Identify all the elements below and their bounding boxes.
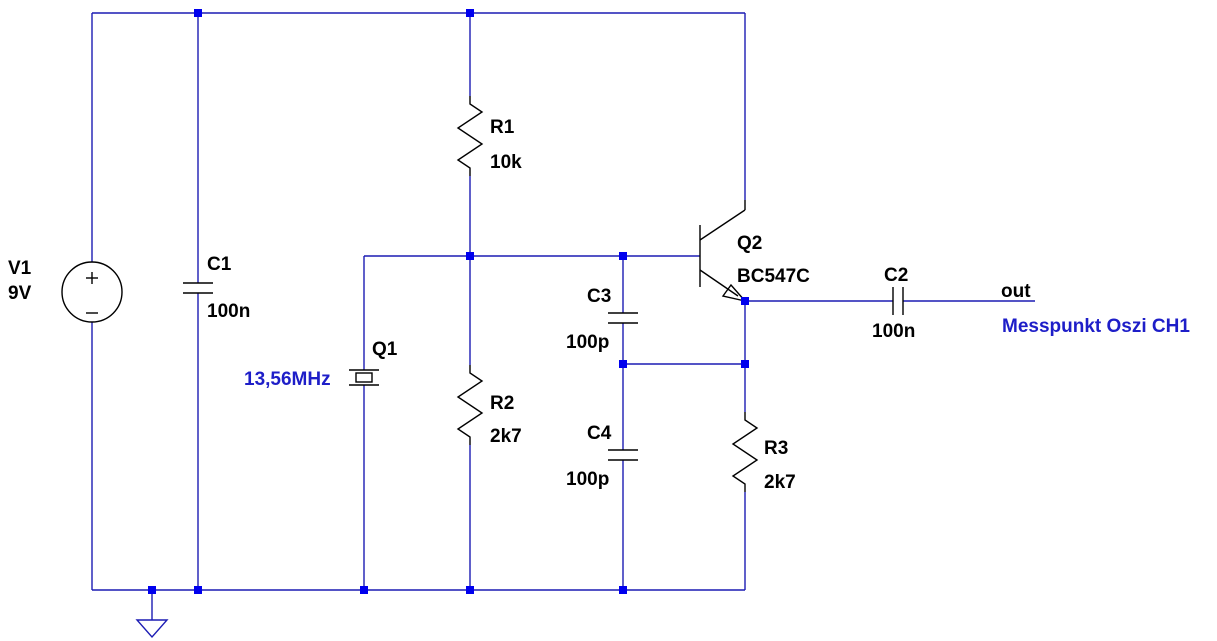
resistor-r3-icon — [731, 412, 759, 492]
q2-value-label: BC547C — [737, 266, 810, 287]
resistor-r2-icon — [456, 365, 484, 445]
c1-value-label: 100n — [207, 301, 250, 322]
junction-dot — [466, 252, 474, 260]
c3-value-label: 100p — [566, 332, 609, 353]
junction-dot — [619, 586, 627, 594]
junction-dot — [466, 586, 474, 594]
ground-icon — [135, 619, 169, 639]
r3-value-label: 2k7 — [764, 472, 796, 493]
q1-value-label: 13,56MHz — [244, 369, 331, 390]
junction-dot — [466, 9, 474, 17]
q1-ref-label: Q1 — [372, 339, 398, 360]
c2-ref-label: C2 — [884, 265, 908, 286]
junction-dot — [148, 586, 156, 594]
v1-ref-label: V1 — [8, 258, 32, 279]
capacitor-c4-icon — [608, 449, 638, 461]
r3-ref-label: R3 — [764, 438, 788, 459]
crystal-q1-icon — [349, 369, 379, 386]
junction-dot — [741, 360, 749, 368]
junction-dot — [360, 586, 368, 594]
capacitor-c3-icon — [608, 312, 638, 324]
r2-ref-label: R2 — [490, 393, 514, 414]
c4-ref-label: C4 — [587, 423, 612, 444]
v1-value-label: 9V — [8, 283, 32, 304]
junction-dot — [194, 9, 202, 17]
junction-dot — [741, 297, 749, 305]
q2-ref-label: Q2 — [737, 233, 762, 254]
measurement-comment: Messpunkt Oszi CH1 — [1002, 316, 1190, 337]
out-net-label: out — [1001, 281, 1031, 302]
capacitor-c2-icon — [892, 287, 904, 315]
junction-dot — [194, 586, 202, 594]
r2-value-label: 2k7 — [490, 426, 522, 447]
component-labels: V1 9V C1 100n R1 10k R2 2k7 Q1 13,56MHz … — [8, 117, 1190, 493]
c2-value-label: 100n — [872, 321, 915, 342]
c4-value-label: 100p — [566, 469, 609, 490]
junction-dots — [148, 9, 749, 594]
r1-value-label: 10k — [490, 152, 522, 173]
resistor-r1-icon — [456, 96, 484, 176]
junction-dot — [619, 252, 627, 260]
c3-ref-label: C3 — [587, 286, 611, 307]
npn-transistor-q2-icon — [699, 200, 747, 303]
capacitor-c1-icon — [183, 282, 213, 294]
r1-ref-label: R1 — [490, 117, 515, 138]
junction-dot — [619, 360, 627, 368]
voltage-source-icon — [61, 261, 123, 323]
c1-ref-label: C1 — [207, 254, 232, 275]
